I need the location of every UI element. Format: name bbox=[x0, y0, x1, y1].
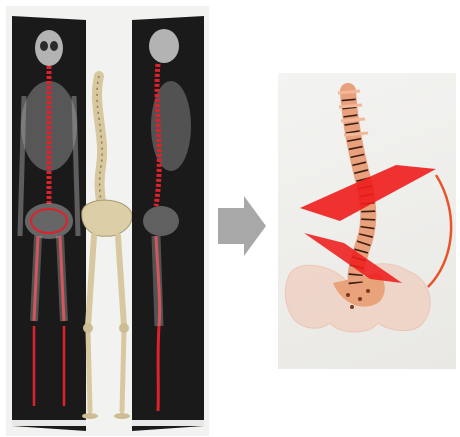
spine-xray-illustration bbox=[6, 6, 209, 436]
rotation-arc-icon bbox=[428, 175, 451, 287]
front-xray-icon bbox=[12, 16, 86, 431]
xray-comparison-panel bbox=[6, 6, 209, 436]
side-xray-icon bbox=[132, 16, 204, 431]
spine-skeleton-icon bbox=[82, 76, 132, 419]
right-arrow-icon bbox=[218, 196, 266, 256]
scoliosis-model-panel bbox=[278, 73, 456, 369]
scoliosis-spine-planes-icon bbox=[278, 73, 456, 369]
